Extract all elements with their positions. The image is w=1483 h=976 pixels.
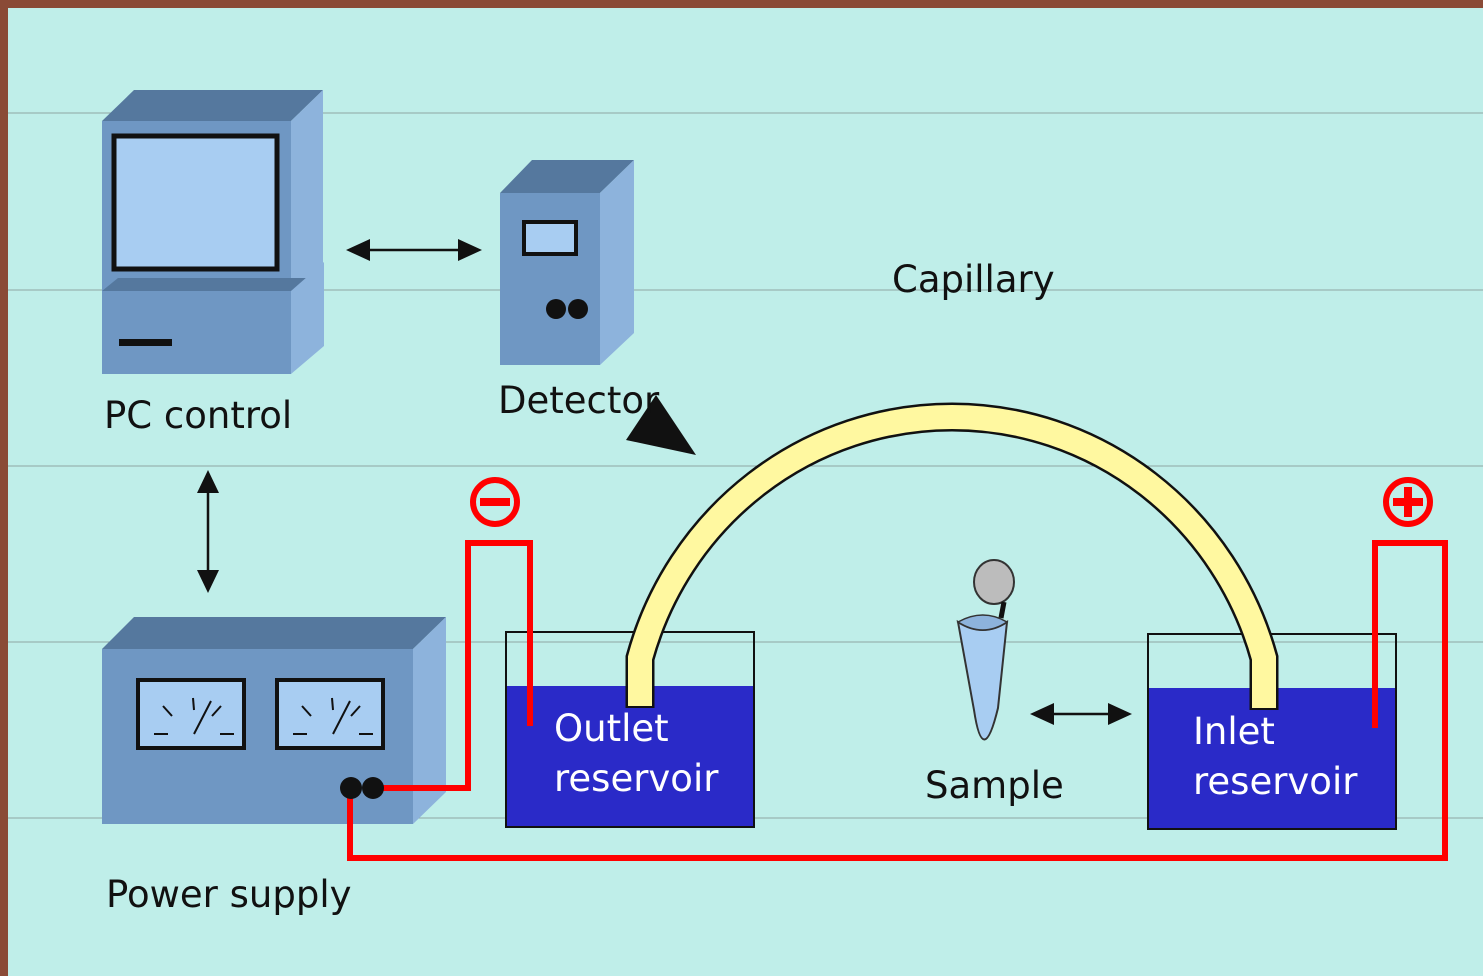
- capillary-label: Capillary: [892, 258, 1055, 301]
- pc-computer-icon: [102, 90, 324, 374]
- detector-pointer-icon: [626, 395, 696, 455]
- diagram-canvas: [8, 90, 1483, 861]
- power-supply-label: Power supply: [106, 873, 352, 916]
- circuit-wires: [347, 540, 1448, 861]
- inlet-reservoir-label-line1: Inlet: [1193, 710, 1275, 753]
- minus-circle-icon: [470, 477, 520, 527]
- sample-inlet-arrow: [1030, 703, 1132, 725]
- pc-control-label: PC control: [104, 394, 293, 437]
- power-supply-icon: [102, 617, 446, 824]
- inlet-reservoir-icon: [1147, 633, 1397, 830]
- plus-circle-icon: [1383, 477, 1433, 527]
- meter-left-icon: [136, 678, 246, 750]
- capillary-tube: [625, 402, 1279, 710]
- outlet-reservoir-label-line1: Outlet: [554, 707, 669, 750]
- meter-right-icon: [275, 678, 385, 750]
- outlet-reservoir-label-line2: reservoir: [554, 757, 719, 800]
- power-terminals-icon: [340, 777, 384, 799]
- detector-icon: [500, 160, 634, 365]
- detector-label: Detector: [498, 379, 660, 422]
- inlet-reservoir-label-line2: reservoir: [1193, 760, 1358, 803]
- sample-vial-icon: [956, 559, 1015, 741]
- pc-detector-arrow: [346, 239, 482, 261]
- sample-label: Sample: [925, 764, 1064, 807]
- electrophoresis-diagram: PC control Detector Capillary Power supp…: [8, 8, 1483, 976]
- outlet-reservoir-icon: [505, 631, 755, 828]
- pc-power-arrow: [197, 470, 219, 593]
